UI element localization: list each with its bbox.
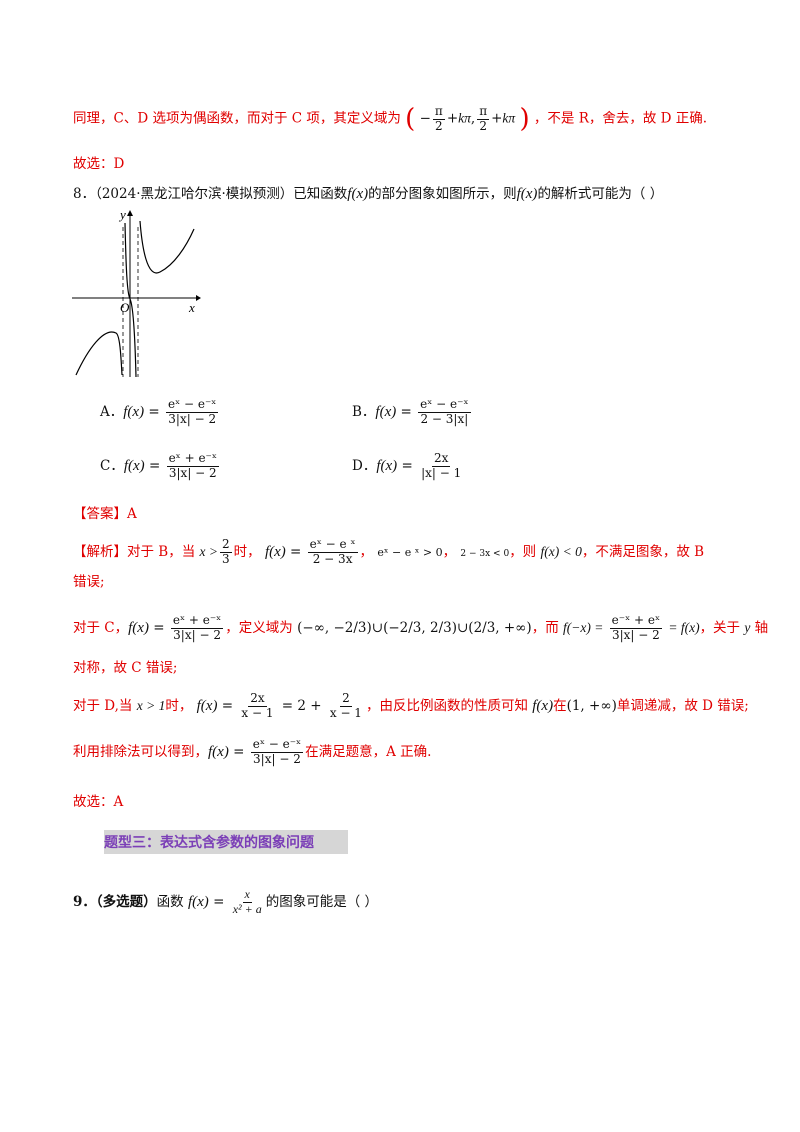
analysis-c-tail: 对称，故 C 错误; — [73, 660, 178, 676]
answer-label: 【答案】 — [73, 506, 127, 522]
right-paren: ) — [519, 104, 530, 134]
y-axis-label: y — [118, 207, 126, 222]
section-highlight — [104, 830, 348, 854]
curve-middle-branch — [124, 222, 137, 378]
section-title: 题型三：表达式含参数的图象问题 — [104, 835, 314, 851]
question-8-stem: 8．（2024·黑龙江哈尔滨·模拟预测）已知函数f(x)的部分图象如图所示，则f… — [73, 186, 664, 202]
x-axis-label: x — [188, 300, 195, 315]
y-axis-arrow — [127, 210, 133, 216]
answer-line: 【答案】A — [73, 502, 137, 522]
analysis-final: 故选：A — [73, 794, 124, 810]
prev-solution-text-2: ，不是 R，舍去，故 D 正确. — [533, 110, 708, 127]
option-d[interactable]: D．f(x) = 2x|x| − 1 — [352, 451, 462, 480]
curve-left-branch — [75, 331, 123, 376]
function-graph: y x O — [72, 207, 201, 378]
x-axis-arrow — [196, 295, 201, 301]
origin-label: O — [120, 300, 130, 315]
answer-value: A — [127, 506, 137, 522]
analysis-b-tail: 错误; — [73, 574, 105, 590]
prev-solution-text: 同理，C、D 选项为偶函数，而对于 C 项，其定义域为 — [73, 110, 401, 127]
left-paren: ( — [405, 104, 416, 134]
curve-right-branch — [139, 220, 195, 274]
prev-solution-choice: 故选：D — [73, 156, 125, 172]
